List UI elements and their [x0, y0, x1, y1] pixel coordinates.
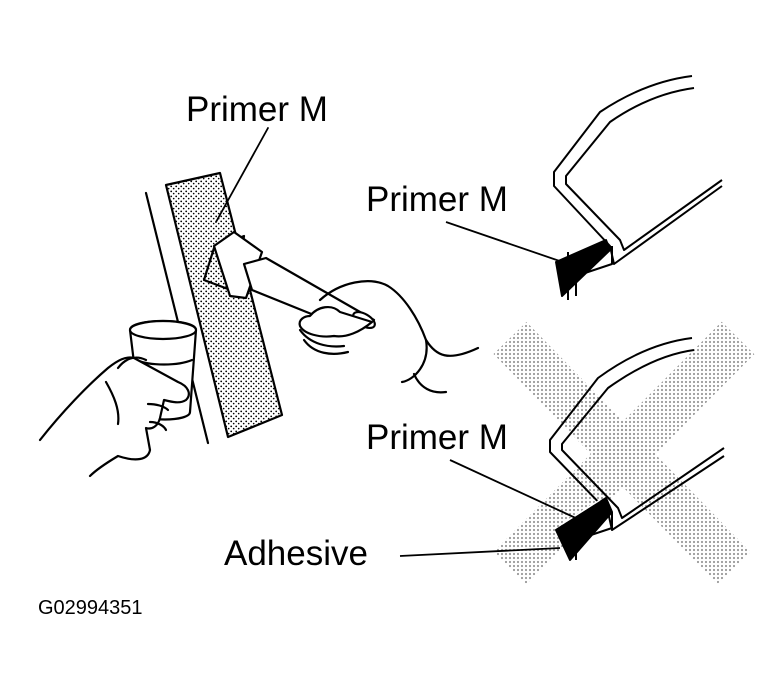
left-hand-icon	[38, 356, 190, 478]
primer-layer-incorrect	[561, 499, 601, 525]
primer-strip	[164, 171, 284, 439]
label-primer-bottom: Primer M	[366, 418, 508, 457]
adhesive-bead	[555, 497, 613, 561]
prohibited-x-mark	[493, 321, 755, 585]
label-primer-top: Primer M	[186, 90, 328, 129]
left-illustration	[38, 127, 480, 478]
body-panel-edge	[144, 191, 210, 445]
leader-line-primer-right	[445, 221, 581, 269]
label-adhesive: Adhesive	[224, 534, 368, 573]
figure-code: G02994351	[38, 597, 143, 619]
leader-line-adhesive	[399, 547, 561, 557]
cross-section-incorrect	[399, 337, 725, 561]
primer-layer-correct	[555, 239, 611, 297]
label-primer-right: Primer M	[366, 180, 508, 219]
leader-line-primer-top	[215, 127, 269, 223]
right-hand-icon	[298, 280, 480, 394]
leader-line-primer-bottom	[449, 459, 581, 521]
cross-section-correct	[445, 75, 723, 300]
